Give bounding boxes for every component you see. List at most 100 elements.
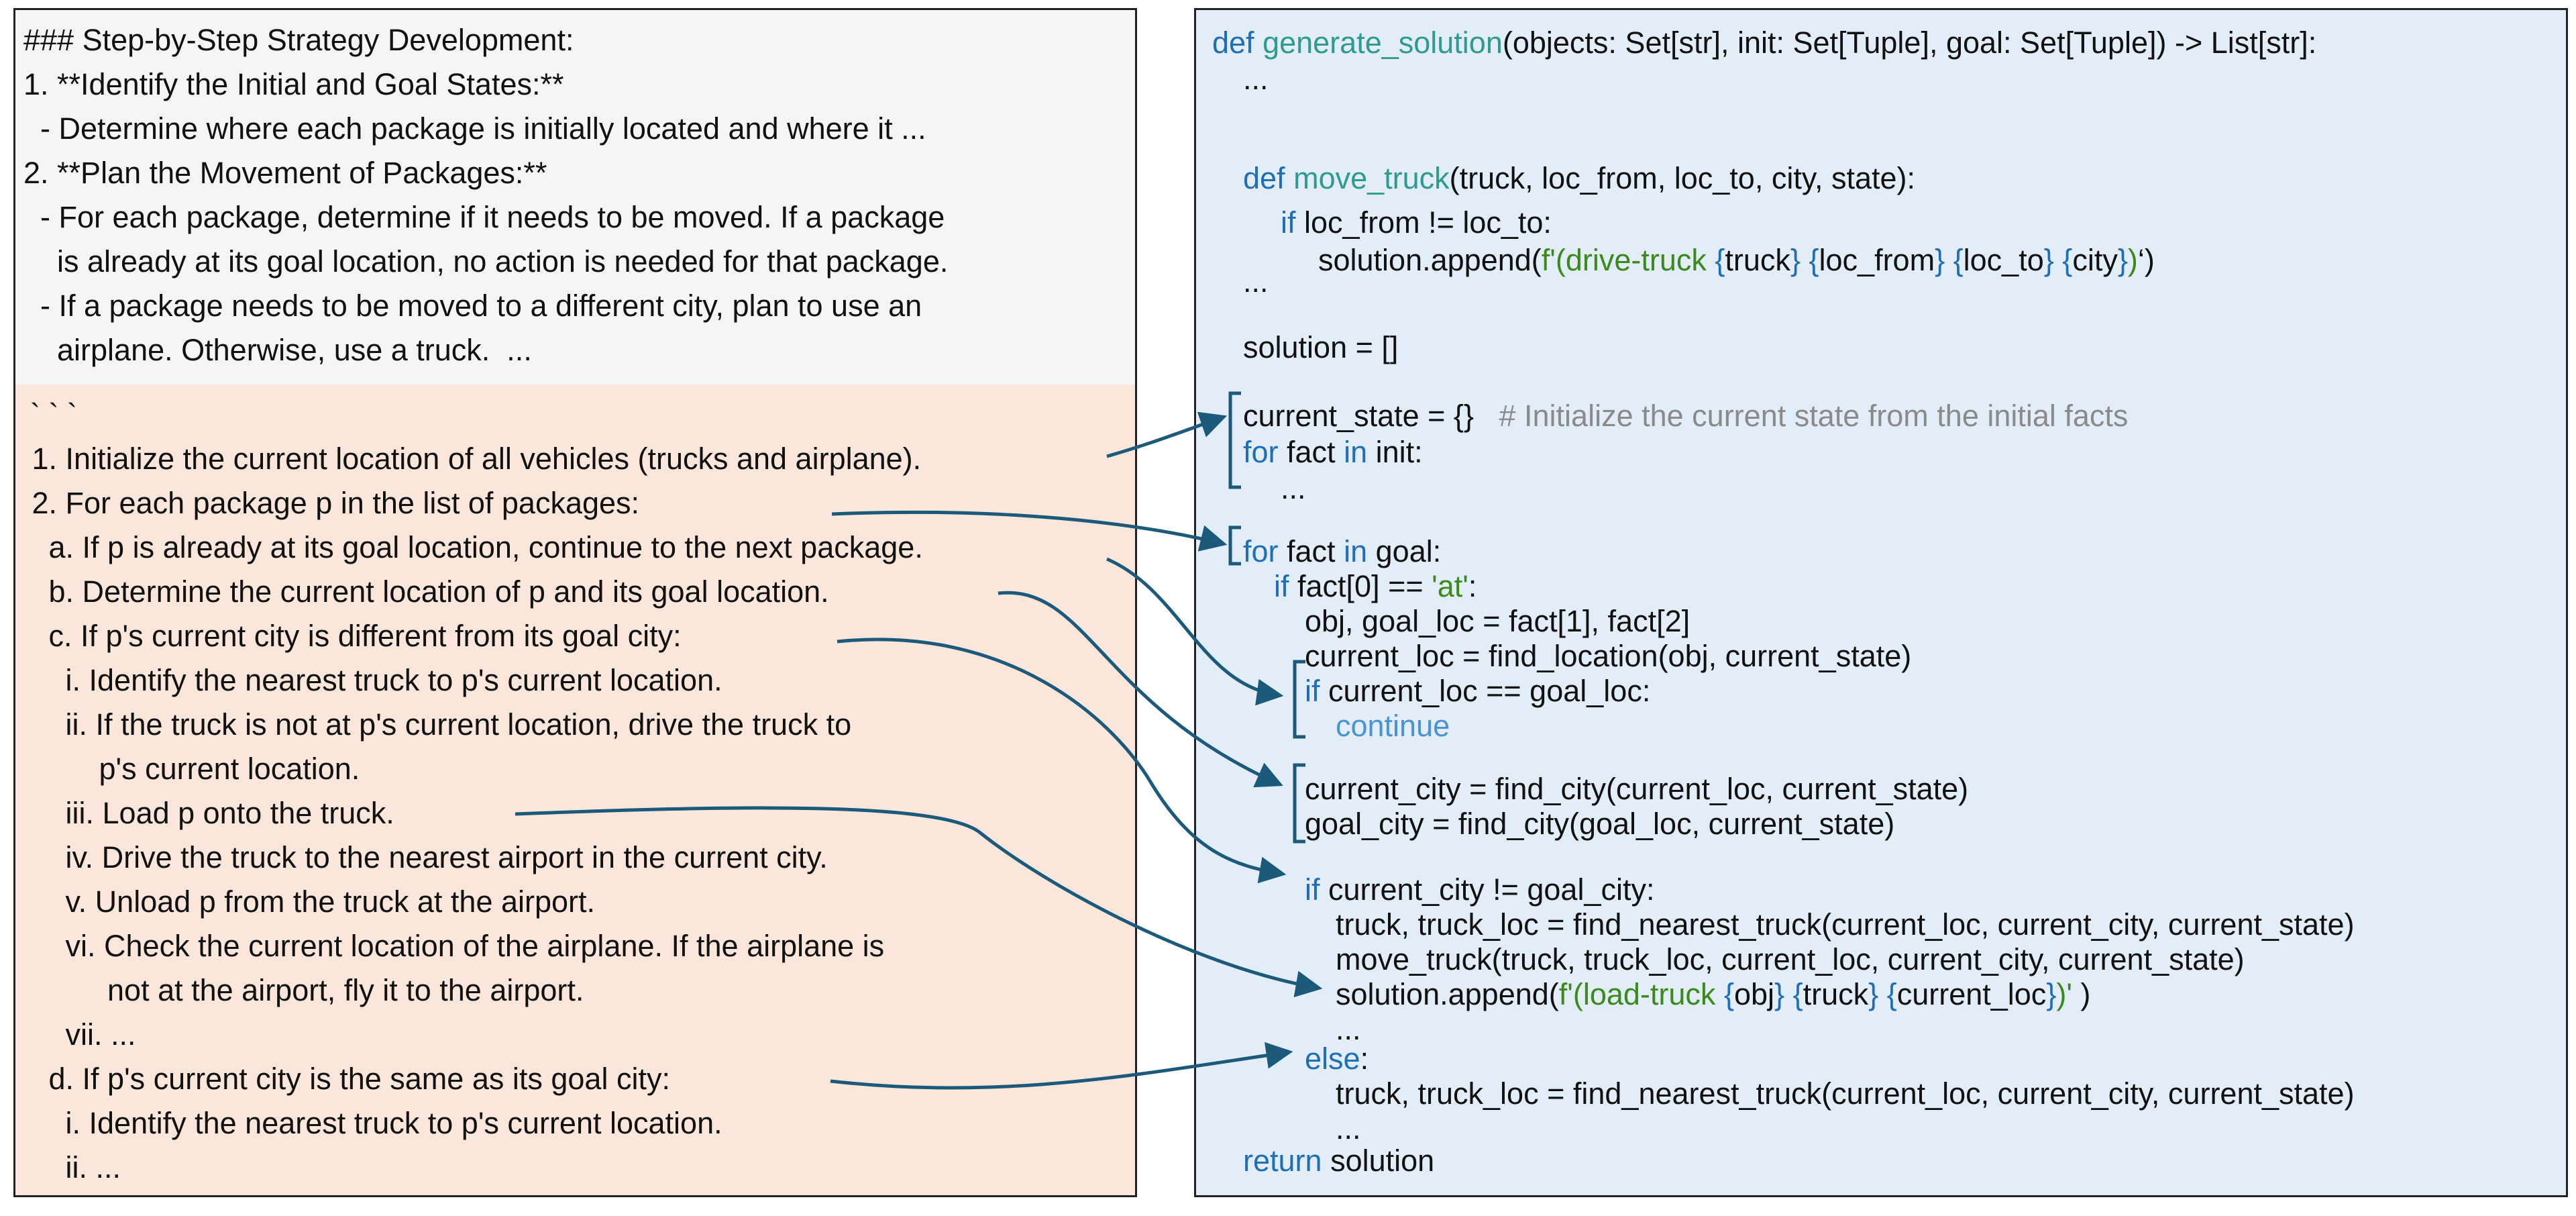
plan-line: not at the airport, fly it to the airpor… — [23, 973, 584, 1007]
brace: { — [1953, 243, 1964, 277]
strategy-line: - Determine where each package is initia… — [23, 111, 926, 146]
variable: loc_from — [1819, 243, 1935, 277]
brace: { — [1715, 243, 1725, 277]
string: f'(drive-truck — [1541, 243, 1715, 277]
code-line-def: def generate_solution(objects: Set[str],… — [1212, 21, 2316, 65]
space — [1801, 243, 1809, 277]
brace: { — [2062, 243, 2073, 277]
code-line-if-at: if fact[0] == 'at': — [1274, 564, 1477, 609]
code-panel: def generate_solution(objects: Set[str],… — [1194, 8, 2568, 1197]
colon: : — [1360, 1042, 1369, 1076]
code-line-return: return solution — [1243, 1139, 1434, 1183]
variable: fact — [1287, 534, 1336, 568]
code-ellipsis: ... — [1243, 264, 1269, 299]
keyword: for — [1243, 534, 1279, 568]
strategy-line: airplane. Otherwise, use a truck. ... — [23, 333, 532, 367]
strategy-line: - For each package, determine if it need… — [23, 200, 945, 234]
plan-line: 1. Initialize the current location of al… — [23, 442, 922, 476]
plan-line: iii. Load p onto the truck. — [23, 796, 394, 830]
comment: # Initialize the current state from the … — [1499, 399, 2129, 433]
keyword: def — [1243, 161, 1285, 195]
space — [1878, 977, 1887, 1011]
code-line-drive-append: solution.append(f'(drive-truck {truck} {… — [1318, 238, 2155, 283]
code-line-move-def: def move_truck(truck, loc_from, loc_to, … — [1243, 156, 1915, 201]
brace: } — [1790, 243, 1801, 277]
brace: } — [1774, 977, 1785, 1011]
code-line-nearest-truck: truck, truck_loc = find_nearest_truck(cu… — [1336, 907, 2355, 942]
keyword: for — [1243, 435, 1279, 469]
variable: truck — [1803, 977, 1869, 1011]
string: 'at' — [1432, 569, 1468, 603]
plan-line: p's current location. — [23, 752, 360, 786]
keyword: if — [1274, 569, 1289, 603]
plan-line: iv. Drive the truck to the nearest airpo… — [23, 840, 828, 874]
strategy-line: 1. **Identify the Initial and Goal State… — [23, 67, 564, 101]
code-line-find-city: current_city = find_city(current_loc, cu… — [1305, 772, 1969, 806]
params: (truck, loc_from, loc_to, city, state): — [1449, 161, 1916, 195]
plan-line: ii. If the truck is not at p's current l… — [23, 707, 852, 742]
keyword: return — [1243, 1144, 1322, 1178]
brace: { — [1886, 977, 1897, 1011]
variable: solution — [1322, 1144, 1435, 1178]
string: )' — [2056, 977, 2072, 1011]
space — [1784, 977, 1793, 1011]
plan-line: vii. ... — [23, 1017, 136, 1052]
keyword: def — [1212, 26, 1254, 60]
strategy-section: ### Step-by-Step Strategy Development: 1… — [15, 10, 1135, 385]
condition: current_city != goal_city: — [1328, 872, 1655, 907]
brace: { — [1792, 977, 1803, 1011]
append-call: solution.append( — [1336, 977, 1559, 1011]
variable: fact — [1287, 435, 1336, 469]
code-line-move-if: if loc_from != loc_to: — [1281, 201, 1552, 245]
signature: (objects: Set[str], init: Set[Tuple], go… — [1502, 26, 2317, 60]
variable: init: — [1375, 435, 1423, 469]
code-line-move-call: move_truck(truck, truck_loc, current_loc… — [1336, 942, 2245, 976]
variable: goal: — [1375, 534, 1442, 568]
variable: obj — [1733, 977, 1775, 1011]
code-ellipsis: ... — [1336, 1012, 1361, 1046]
plan-line: v. Unload p from the truck at the airpor… — [23, 884, 596, 919]
strategy-line: 2. **Plan the Movement of Packages:** — [23, 156, 547, 190]
plan-line: b. Determine the current location of p a… — [23, 574, 829, 609]
variable: current_loc — [1896, 977, 2047, 1011]
keyword: if — [1305, 872, 1320, 907]
string: f'(load-truck — [1558, 977, 1724, 1011]
keyword: else — [1305, 1042, 1360, 1076]
variable: loc_to — [1963, 243, 2044, 277]
close-paren: ‘) — [2137, 243, 2155, 277]
condition: loc_from != loc_to: — [1304, 205, 1552, 240]
variable: truck — [1725, 243, 1790, 277]
assignment: current_state = {} — [1243, 399, 1474, 433]
keyword: if — [1281, 205, 1296, 240]
plan-line: vi. Check the current location of the ai… — [23, 929, 885, 963]
string: ) — [2127, 243, 2138, 277]
plan-line: 2. For each package p in the list of pac… — [23, 486, 640, 520]
strategy-line: ### Step-by-Step Strategy Development: — [23, 23, 574, 57]
code-line-solution-init: solution = [] — [1243, 330, 1399, 364]
variable: city — [2072, 243, 2118, 277]
code-line-find-loc: current_loc = find_location(obj, current… — [1305, 639, 1912, 673]
strategy-panel: ### Step-by-Step Strategy Development: 1… — [13, 8, 1137, 1197]
close-paren: ) — [2072, 977, 2091, 1011]
keyword: in — [1344, 534, 1368, 568]
code-line-continue: continue — [1336, 709, 1450, 743]
plan-line: ii. ... — [23, 1150, 121, 1184]
brace: } — [1868, 977, 1879, 1011]
brace: { — [1809, 243, 1819, 277]
strategy-line: - If a package needs to be moved to a di… — [23, 289, 922, 323]
code-line-for-init: for fact in init: — [1243, 430, 1423, 474]
code-line-state-init: current_state = {} # Initialize the curr… — [1243, 394, 2128, 438]
code-line-if-city: if current_city != goal_city: — [1305, 868, 1655, 912]
plan-line: i. Identify the nearest truck to p's cur… — [23, 1106, 722, 1140]
code-ellipsis: ... — [1281, 471, 1306, 505]
plan-line: c. If p's current city is different from… — [23, 619, 682, 653]
keyword: in — [1344, 435, 1368, 469]
condition: current_loc == goal_loc: — [1328, 674, 1651, 708]
code-line-load-append: solution.append(f'(load-truck {obj} {tru… — [1336, 972, 2090, 1017]
code-line-for-goal: for fact in goal: — [1243, 529, 1441, 574]
brace: } — [1935, 243, 1945, 277]
brace: } — [2117, 243, 2128, 277]
function-name: move_truck — [1293, 161, 1450, 195]
append-call: solution.append( — [1318, 243, 1542, 277]
code-line-else: else: — [1305, 1037, 1368, 1081]
